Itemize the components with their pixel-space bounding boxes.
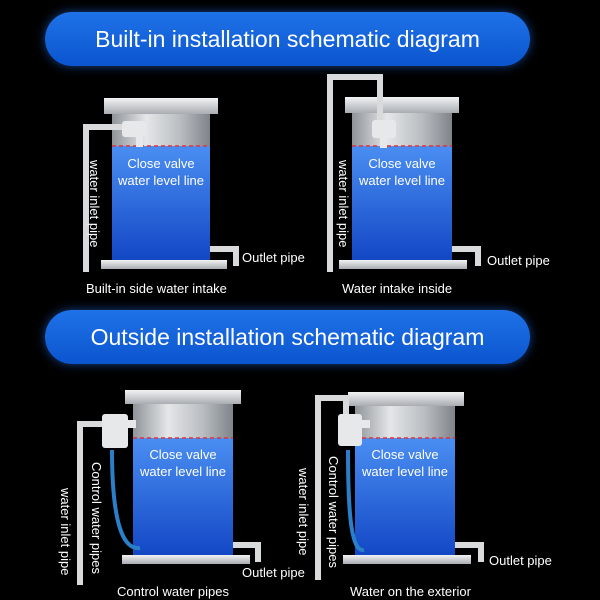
caption-4: Water on the exterior [350,584,471,599]
inlet-pipe-label-3: water inlet pipe [58,488,73,576]
inlet-pipe-4 [315,395,349,580]
builtin-installation-banner: Built-in installation schematic diagram [45,12,530,66]
tank-3 [122,390,250,564]
water-level-label-3: water level line [140,464,226,479]
valve-text-3: Close valve water level line [133,446,233,480]
inlet-pipe-label-2: water inlet pipe [336,160,351,248]
valve-text-2: Close valve water level line [352,155,452,189]
float-valve-2 [372,120,396,148]
close-valve-label-1: Close valve [127,156,195,171]
inlet-pipe-3 [77,421,104,585]
valve-text-4: Close valve water level line [355,446,455,480]
outlet-pipe-2 [452,246,481,266]
float-valve-4 [338,414,370,446]
caption-3: Control water pipes [117,584,229,599]
close-valve-label-2: Close valve [368,156,436,171]
tank-2 [339,97,467,269]
caption-2: Water intake inside [342,281,453,296]
control-pipe-3 [110,449,141,551]
outlet-pipe-label-1: Outlet pipe [242,250,305,265]
water-level-label-4: water level line [362,464,448,479]
close-valve-label-3: Close valve [149,447,217,462]
control-pipe-label-3: Control water pipes [89,462,104,574]
outside-installation-banner: Outside installation schematic diagram [45,310,530,364]
valve-text-1: Close valve water level line [112,155,210,189]
tank-1 [101,98,227,269]
outlet-pipe-label-4: Outlet pipe [489,553,552,568]
float-valve-3 [102,414,136,448]
outlet-pipe-label-2: Outlet pipe [487,253,550,268]
inlet-pipe-label-1: water inlet pipe [87,160,102,248]
control-pipe-label-4: Control water pipes [326,456,341,568]
inlet-pipe-2 [327,74,383,272]
float-valve-1 [122,121,146,147]
inlet-pipe-1 [83,124,124,272]
water-level-label-1: water level line [118,173,204,188]
inlet-pipe-label-4: water inlet pipe [296,468,311,556]
control-pipe-4 [346,449,365,552]
tank-4 [343,392,471,564]
outlet-pipe-3 [233,542,261,562]
outlet-pipe-label-3: Outlet pipe [242,565,305,580]
water-level-label-2: water level line [359,173,445,188]
outlet-pipe-4 [455,542,484,562]
caption-1: Built-in side water intake [86,281,227,296]
outlet-pipe-1 [210,246,239,266]
close-valve-label-4: Close valve [371,447,439,462]
